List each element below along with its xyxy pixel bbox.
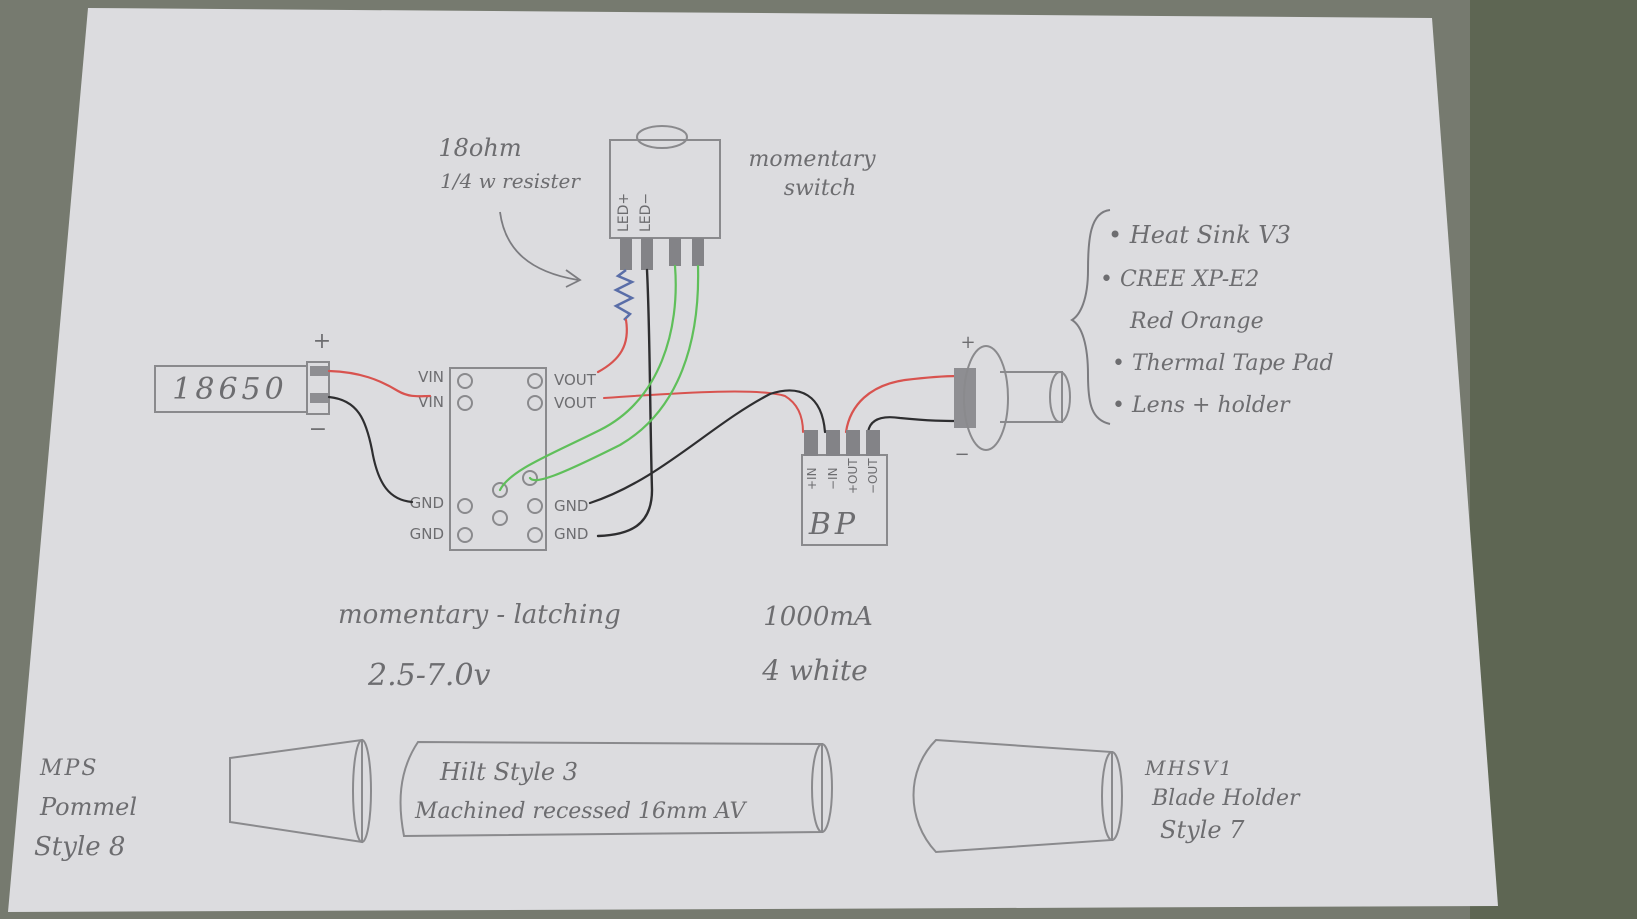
wire-vout-resistor: [596, 318, 628, 374]
board-pin-gnd-3: GND: [554, 497, 588, 515]
board-pin-vout-1: VOUT: [554, 371, 597, 389]
bp-note-led-count: 4 white: [761, 654, 868, 687]
resistor-pointer-arrow: [499, 211, 579, 281]
battery-18650: 18650 + −: [154, 329, 331, 442]
led-heatsink-disc: [963, 345, 1009, 451]
pommel-label-line2: Pommel: [39, 793, 137, 821]
resistor-label-line1: 18ohm: [438, 134, 521, 162]
pommel-label-line3: Style 8: [34, 832, 125, 862]
board-pin-vout-2: VOUT: [554, 394, 597, 412]
parts-list-item-4: • Lens + holder: [1112, 393, 1291, 418]
switch-pin-led-plus: LED+: [616, 193, 632, 232]
wire-led-minus-gnd: [596, 268, 654, 538]
pommel-rim: [352, 739, 372, 843]
bp-pin-minus-out: −OUT: [866, 458, 880, 494]
board-pin-gnd-4: GND: [554, 525, 588, 543]
parts-list: • Heat Sink V3 • CREE XP-E2 Red Orange •…: [1070, 209, 1334, 425]
blade-holder-shape: [912, 738, 1113, 854]
board-outline: [449, 367, 547, 551]
switch-legs: [620, 238, 704, 270]
blade-holder-label-line1: MHSV1: [1144, 756, 1234, 780]
parts-list-item-3: • Thermal Tape Pad: [1112, 351, 1334, 376]
wires: [327, 264, 960, 538]
resistor-zigzag: [613, 269, 635, 321]
switch-pin-led-minus: LED−: [638, 193, 654, 232]
bp-legs: [804, 430, 880, 456]
board-pin-vin-1: VIN: [418, 368, 444, 386]
switch-label-line1: momentary: [748, 147, 876, 172]
blade-holder-label-line2: Blade Holder: [1151, 786, 1301, 811]
wire-gnd-bp-in: [588, 389, 827, 505]
momentary-switch: LED+ LED− momentary switch: [609, 125, 876, 270]
wire-switch-green-1: [498, 264, 677, 492]
resistor-label-line2: 1/4 w resister: [440, 169, 581, 193]
battery-minus-tab: [310, 393, 328, 403]
battery-label: 18650: [172, 372, 287, 407]
blade-holder-label-line3: Style 7: [1160, 816, 1245, 844]
bp-pin-plus-out: +OUT: [846, 458, 860, 494]
resistor-arrowhead: [565, 269, 582, 288]
led-plus-label: +: [960, 332, 975, 353]
switch-board: VIN VIN GND GND VOUT VOUT GND GND moment…: [338, 367, 621, 693]
bp-body: [801, 454, 888, 546]
wire-bp-out-led-positive: [844, 374, 960, 434]
blade-holder-rim: [1101, 751, 1123, 841]
switch-button-top: [636, 125, 688, 149]
parts-list-item-2b: Red Orange: [1129, 309, 1264, 334]
board-pin-gnd-2: GND: [410, 525, 444, 543]
parts-list-brace: [1070, 209, 1111, 425]
hilt-end: [811, 743, 833, 833]
hilt-label-line2: Machined recessed 16mm AV: [414, 799, 747, 824]
wire-battery-negative: [327, 395, 414, 504]
wire-switch-green-2: [528, 264, 700, 482]
led-assembly: + −: [954, 332, 1071, 465]
switch-label-line2: switch: [784, 176, 857, 201]
bp-label: BP: [808, 507, 859, 542]
pommel-label-line1: MPS: [39, 756, 98, 781]
wire-bp-out-led-negative: [866, 416, 960, 434]
board-pin-gnd-1: GND: [410, 494, 444, 512]
bp-pin-plus-in: +IN: [805, 467, 819, 490]
board-note-mode: momentary - latching: [338, 600, 621, 630]
led-minus-label: −: [954, 444, 969, 465]
parts-list-item-1: • Heat Sink V3: [1108, 221, 1291, 249]
wire-battery-positive: [327, 369, 432, 398]
hilt-label-line1: Hilt Style 3: [439, 758, 578, 786]
pommel: MPS Pommel Style 8: [34, 738, 372, 862]
battery-minus-label: −: [309, 417, 327, 442]
led-lens-front: [1049, 371, 1071, 423]
battery-plus-label: +: [313, 329, 331, 354]
background-right-strip: [1470, 0, 1637, 919]
board-note-voltage: 2.5-7.0v: [367, 658, 491, 693]
bp-pin-minus-in: −IN: [826, 467, 840, 490]
bp-note-current: 1000mA: [763, 602, 873, 632]
resistor: 18ohm 1/4 w resister: [438, 134, 635, 321]
board-pads: [457, 373, 543, 543]
board-pin-vin-2: VIN: [418, 393, 444, 411]
led-lens-body: [1000, 371, 1063, 423]
switch-body: [609, 139, 721, 239]
hilt: Hilt Style 3 Machined recessed 16mm AV: [399, 740, 833, 838]
blade-holder: MHSV1 Blade Holder Style 7: [912, 738, 1301, 854]
paper-sheet: [8, 8, 1498, 912]
battery-cap: [306, 361, 330, 415]
bp-driver: +IN −IN +OUT −OUT BP 1000mA 4 white: [761, 430, 888, 687]
parts-list-item-2: • CREE XP-E2: [1100, 267, 1259, 292]
battery-plus-tab: [310, 366, 328, 376]
hilt-shape: [399, 740, 823, 838]
